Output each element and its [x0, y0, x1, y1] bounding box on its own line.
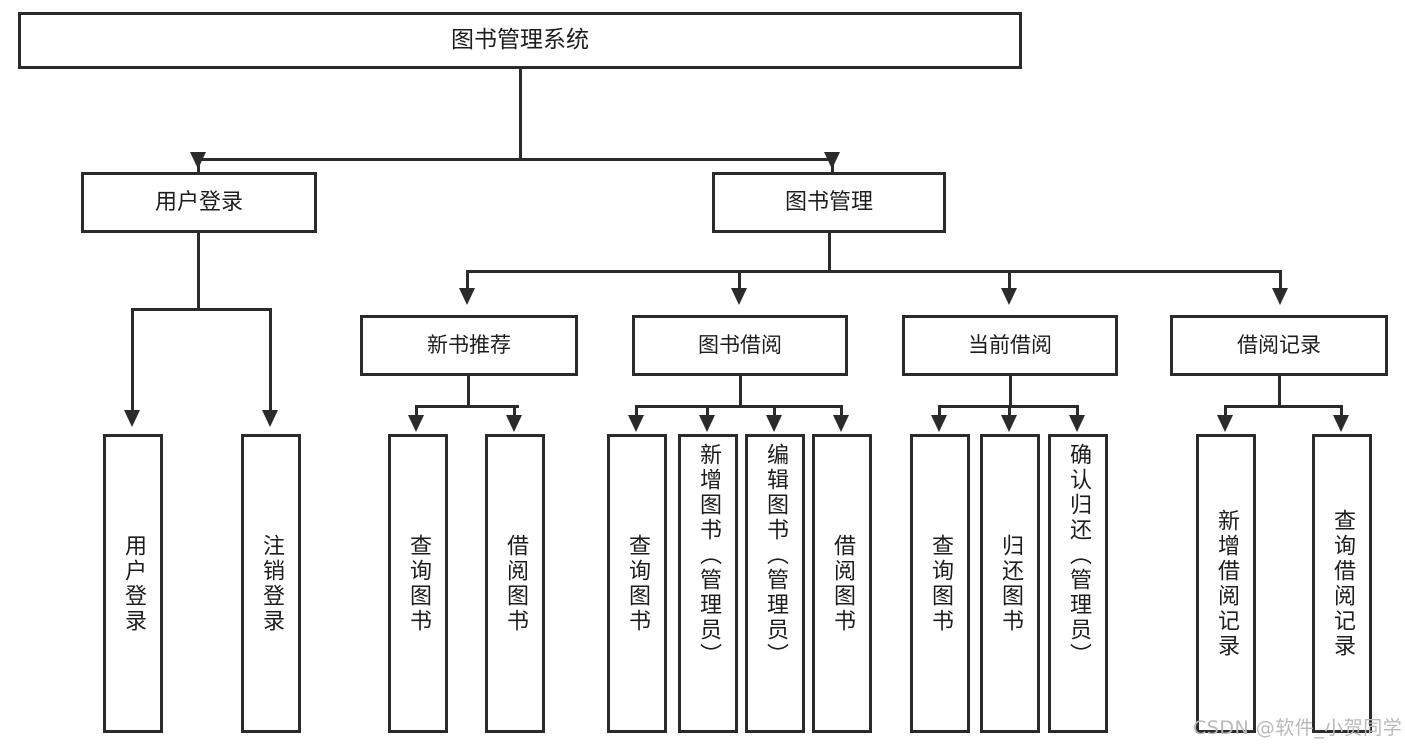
leaf-user-login[interactable]: 用户登录	[103, 434, 163, 733]
node-new-book-recommend[interactable]: 新书推荐	[360, 315, 578, 376]
connector-root-stem	[519, 68, 522, 160]
leaf-label: 归还图书	[998, 533, 1023, 634]
connector-current-stem	[1009, 375, 1012, 408]
arrowhead-bookmgmt	[824, 152, 840, 169]
arrowhead-borrow-c4	[833, 415, 849, 432]
node-root-system[interactable]: 图书管理系统	[18, 12, 1022, 69]
connector-userlogin-stem	[197, 232, 200, 310]
connector-newbook-c1	[415, 405, 418, 419]
csdn-watermark: CSDN @软件_小贺同学	[1193, 717, 1403, 739]
leaf-label: 编辑图书（管理员）	[763, 443, 788, 668]
arrowhead-current	[1001, 288, 1017, 305]
arrowhead-userlogin	[190, 152, 206, 169]
connector-borrow-c1	[635, 405, 638, 419]
leaf-label: 查询借阅记录	[1330, 508, 1355, 659]
connector-record-bar	[1224, 405, 1343, 408]
leaf-query-borrow-record[interactable]: 查询借阅记录	[1312, 434, 1372, 733]
connector-bookmgmt-c2	[738, 270, 741, 292]
arrowhead-record-c1	[1217, 415, 1233, 432]
node-label: 当前借阅	[968, 333, 1052, 358]
arrowhead-borrow-c1	[628, 415, 644, 432]
leaf-logout[interactable]: 注销登录	[241, 434, 301, 733]
connector-current-c3	[1076, 405, 1079, 419]
connector-borrow-bar	[635, 405, 842, 408]
node-label: 用户登录	[154, 189, 243, 215]
node-book-borrow[interactable]: 图书借阅	[632, 315, 848, 376]
arrowhead-borrow	[731, 288, 747, 305]
leaf-query-book-recommend[interactable]: 查询图书	[388, 434, 448, 733]
arrowhead-current-c1	[931, 415, 947, 432]
connector-bookmgmt-c1	[466, 270, 469, 292]
arrowhead-current-c3	[1069, 415, 1085, 432]
connector-newbook-bar	[415, 405, 519, 408]
node-book-management[interactable]: 图书管理	[712, 172, 946, 233]
arrowhead-userlogin-child1	[124, 410, 140, 427]
arrowhead-record-c2	[1333, 415, 1349, 432]
connector-record-c2	[1340, 405, 1343, 419]
connector-userlogin-child1	[131, 308, 134, 416]
leaf-add-book-admin[interactable]: 新增图书（管理员）	[678, 434, 738, 733]
leaf-add-borrow-record[interactable]: 新增借阅记录	[1196, 434, 1256, 733]
connector-bookmgmt-c3	[1008, 270, 1011, 292]
connector-borrow-c3	[773, 405, 776, 419]
connector-bookmgmt-stem	[828, 232, 831, 272]
leaf-return-book[interactable]: 归还图书	[980, 434, 1040, 733]
arrowhead-newbook-c2	[506, 415, 522, 432]
arrowhead-borrow-c3	[766, 415, 782, 432]
leaf-borrow-book-recommend[interactable]: 借阅图书	[485, 434, 545, 733]
leaf-label: 借阅图书	[503, 533, 528, 634]
node-label: 新书推荐	[427, 333, 511, 358]
node-borrow-record[interactable]: 借阅记录	[1170, 315, 1388, 376]
leaf-label: 借阅图书	[830, 533, 855, 634]
leaf-query-book-borrow[interactable]: 查询图书	[607, 434, 667, 733]
connector-borrow-stem	[739, 375, 742, 408]
leaf-label: 查询图书	[928, 533, 953, 634]
connector-userlogin-child2	[269, 308, 272, 416]
arrowhead-newbook-c1	[408, 415, 424, 432]
connector-current-c1	[938, 405, 941, 419]
leaf-borrow-book[interactable]: 借阅图书	[812, 434, 872, 733]
arrowhead-newbook	[459, 288, 475, 305]
connector-newbook-c2	[513, 405, 516, 419]
leaf-edit-book-admin[interactable]: 编辑图书（管理员）	[745, 434, 805, 733]
leaf-label: 新增图书（管理员）	[696, 443, 721, 668]
connector-userlogin-bar	[131, 308, 272, 311]
arrowhead-record	[1272, 288, 1288, 305]
connector-borrow-c4	[840, 405, 843, 419]
leaf-query-book-current[interactable]: 查询图书	[910, 434, 970, 733]
node-label: 图书管理	[784, 189, 873, 215]
arrowhead-userlogin-child2	[262, 410, 278, 427]
connector-bookmgmt-bar	[466, 270, 1282, 273]
connector-borrow-c2	[706, 405, 709, 419]
arrowhead-current-c2	[1001, 415, 1017, 432]
leaf-label: 查询图书	[406, 533, 431, 634]
node-label: 借阅记录	[1237, 333, 1321, 358]
connector-record-stem	[1278, 375, 1281, 408]
node-label: 图书管理系统	[451, 27, 589, 54]
node-user-login[interactable]: 用户登录	[81, 172, 317, 233]
node-current-borrow[interactable]: 当前借阅	[902, 315, 1118, 376]
leaf-label: 注销登录	[259, 533, 284, 634]
leaf-label: 查询图书	[625, 533, 650, 634]
connector-current-c2	[1008, 405, 1011, 419]
node-label: 图书借阅	[698, 333, 782, 358]
connector-record-c1	[1224, 405, 1227, 419]
arrowhead-borrow-c2	[699, 415, 715, 432]
leaf-label: 确认归还（管理员）	[1066, 443, 1091, 668]
leaf-label: 新增借阅记录	[1214, 508, 1239, 659]
connector-newbook-stem	[467, 375, 470, 408]
leaf-label: 用户登录	[121, 533, 146, 634]
leaf-confirm-return-admin[interactable]: 确认归还（管理员）	[1048, 434, 1108, 733]
connector-bookmgmt-c4	[1279, 270, 1282, 292]
connector-root-bar	[197, 158, 834, 161]
